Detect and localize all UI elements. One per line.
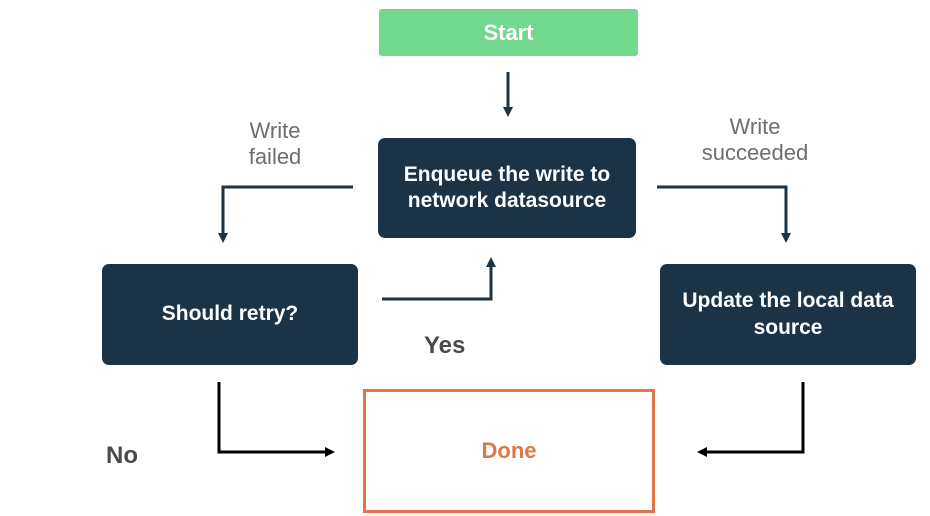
done-node: Done (363, 389, 655, 513)
start-node: Start (379, 9, 638, 56)
edge-retry-to-done (217, 382, 335, 457)
edge-enqueue-to-retry (218, 185, 353, 243)
update-local-data-node: Update the local data source (660, 264, 916, 365)
enqueue-write-node: Enqueue the write to network datasource (378, 138, 636, 238)
edge-retry-to-enqueue (382, 257, 496, 301)
edge-enqueue-to-update (657, 185, 791, 243)
yes-label: Yes (424, 332, 466, 359)
no-label: No (106, 442, 138, 469)
write-succeeded-label: Write succeeded (701, 114, 809, 166)
write-failed-label: Write failed (248, 118, 302, 170)
edge-update-to-done (697, 382, 805, 457)
should-retry-node: Should retry? (102, 264, 358, 365)
